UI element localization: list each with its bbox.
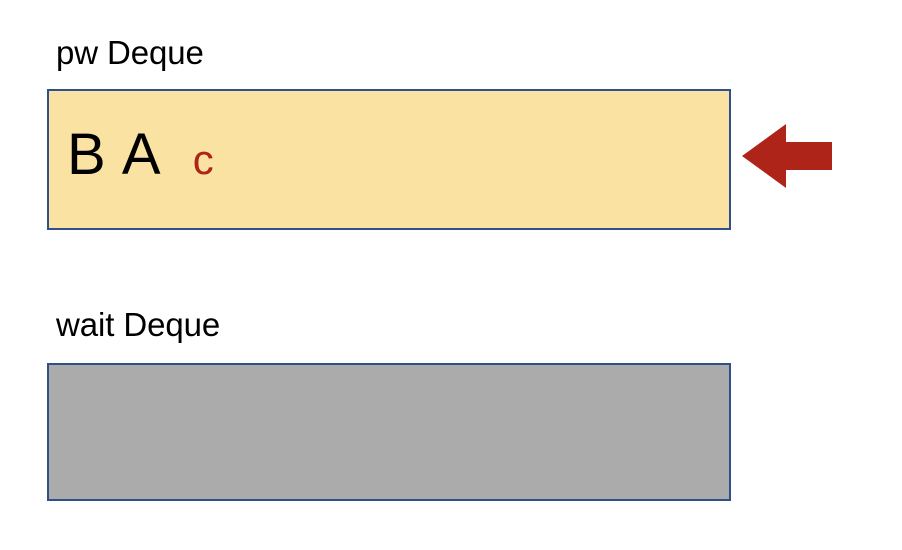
pw-deque-box[interactable]: B A c (47, 89, 731, 230)
wait-deque-box[interactable] (47, 363, 731, 501)
insert-arrow (740, 121, 836, 191)
wait-deque-label: wait Deque (56, 306, 221, 343)
pw-deque-label: pw Deque (56, 34, 204, 71)
deque-item-c[interactable]: c (192, 136, 214, 183)
pw-deque-items: B A c (67, 126, 214, 184)
deque-item-gap-2 (161, 126, 193, 184)
deque-item-a[interactable]: A (121, 122, 161, 187)
deque-item-gap-1 (106, 126, 122, 184)
left-arrow-icon (742, 124, 832, 188)
deque-item-b[interactable]: B (67, 122, 106, 187)
